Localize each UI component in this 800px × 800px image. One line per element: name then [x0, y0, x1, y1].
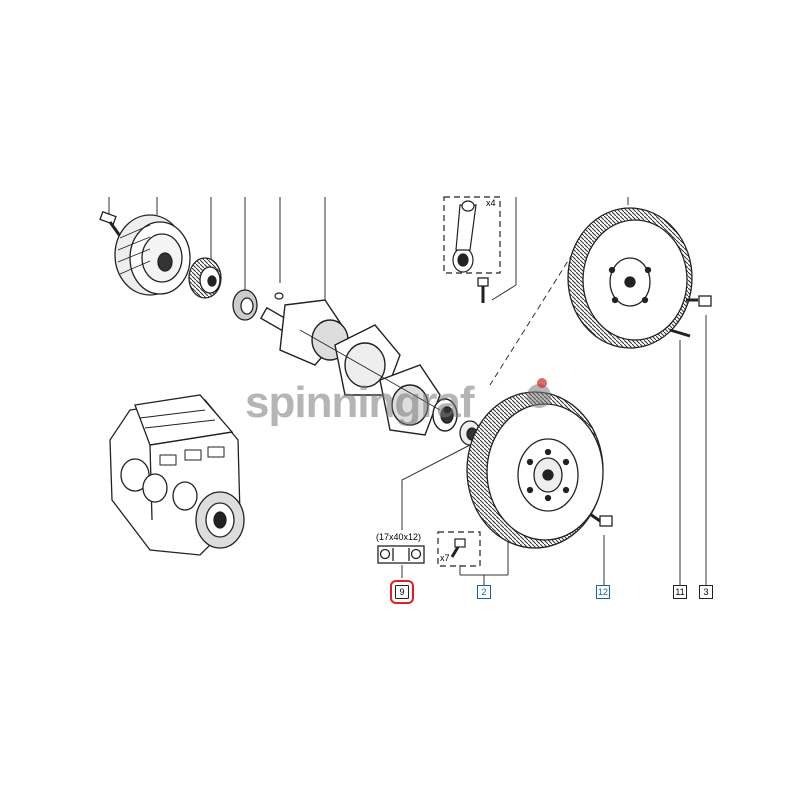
watermark-logo-icon: [527, 384, 551, 408]
callout-2[interactable]: 2: [477, 585, 491, 599]
timing-gear: [188, 257, 222, 299]
engine-block: [109, 394, 245, 556]
bolt-qty: x7: [440, 553, 450, 563]
dual-mass-flywheel: [466, 391, 604, 549]
flywheel-bolt: [686, 295, 712, 307]
conrod-assembly: [443, 196, 501, 274]
dmf-bolt: [589, 512, 613, 527]
flywheel: [567, 207, 693, 349]
conrod-bolt: [477, 277, 489, 303]
conrod-qty: x4: [486, 198, 496, 208]
bolt-kit: [437, 531, 481, 567]
crankshaft: [259, 299, 458, 436]
callout-3[interactable]: 3: [699, 585, 713, 599]
callout-11[interactable]: 11: [673, 585, 687, 599]
pulley-bolt: [99, 211, 122, 237]
dimension-label: (17x40x12): [376, 532, 422, 542]
watermark-text: spinningraf: [245, 378, 475, 427]
crank-pulley: [114, 214, 191, 296]
bearing-part: [377, 545, 425, 564]
watermark-dot-icon: [537, 378, 547, 388]
callout-12[interactable]: 12: [596, 585, 610, 599]
dowel-pin: [669, 328, 691, 338]
leader-lines: [108, 197, 707, 585]
callout-9[interactable]: 9: [390, 580, 414, 604]
woodruff-key: [274, 292, 284, 300]
seal-ring: [232, 289, 258, 321]
